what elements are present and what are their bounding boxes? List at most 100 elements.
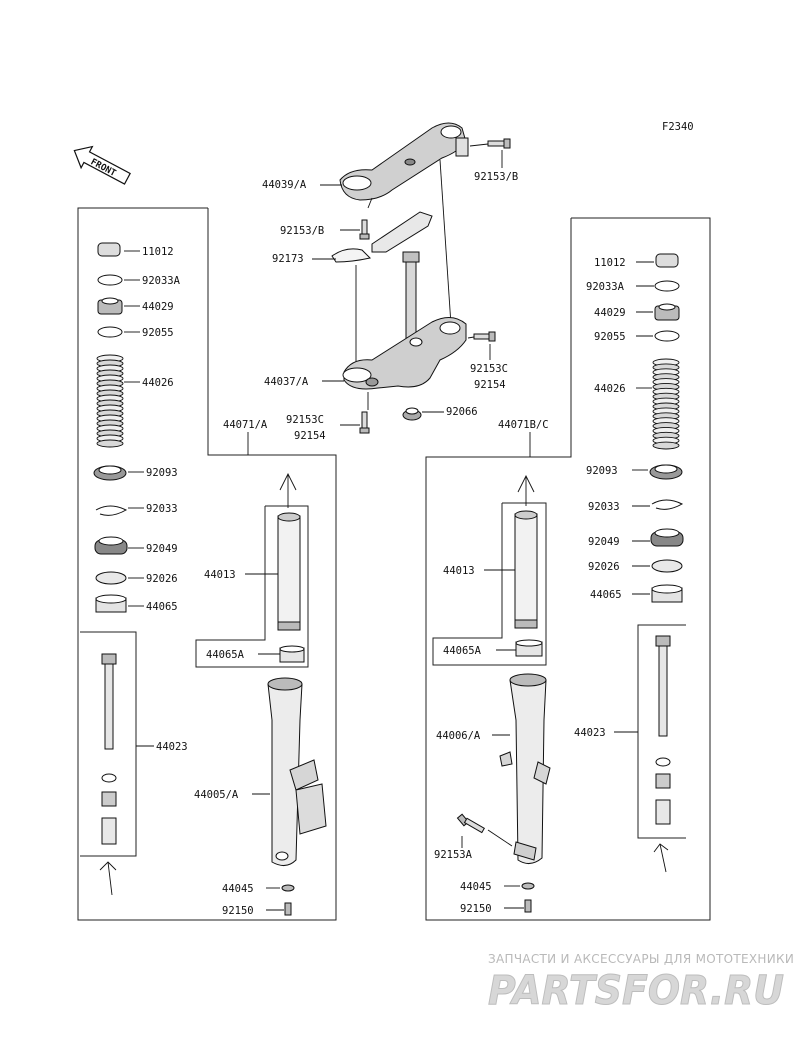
oring-92055-left (97, 326, 123, 338)
label-44023-right: 44023 (574, 727, 606, 739)
label-92150-left: 92150 (222, 905, 254, 917)
label-92033A-left: 92033A (142, 275, 181, 287)
label-92066: 92066 (446, 406, 478, 418)
label-92154-left: 92154 (294, 430, 326, 442)
bolt-92153A-right (456, 813, 486, 834)
label-44013-right: 44013 (443, 565, 475, 577)
label-44045-left: 44045 (222, 883, 254, 895)
label-92093-right: 92093 (586, 465, 618, 477)
label-44005A-left: 44005/A (194, 789, 239, 801)
cap-bolt-44029-left (97, 297, 123, 315)
left-44023-box (80, 631, 137, 857)
outer-tube-44005A-left (267, 677, 327, 866)
label-44065A-right: 44065A (443, 645, 482, 657)
right-inner-tube-box (432, 502, 547, 666)
label-44065-right: 44065 (590, 589, 622, 601)
cap-bolt-44029-right (654, 303, 680, 321)
label-44013-left: 44013 (204, 569, 236, 581)
spring-coil (96, 439, 124, 448)
label-92055-right: 92055 (594, 331, 626, 343)
watermark-tagline: ЗАПЧАСТИ И АКСЕССУАРЫ ДЛЯ МОТОТЕХНИКИ (488, 952, 794, 966)
label-92049-right: 92049 (588, 536, 620, 548)
washer-44045-right (521, 882, 535, 890)
bolt-92153B-top (487, 138, 511, 149)
label-92153C-left: 92153C (286, 414, 324, 426)
washer-92026-left (95, 571, 127, 585)
left-fork-group-outline (77, 207, 337, 921)
label-44026-left: 44026 (142, 377, 174, 389)
damper-rod-44023-right (655, 635, 671, 825)
spring-44026-left (96, 354, 124, 448)
label-11012-right: 11012 (594, 257, 626, 269)
upper-triple-clamp (339, 122, 469, 201)
damper-rod-44023-left (101, 653, 117, 845)
label-44039A: 44039/A (262, 179, 307, 191)
label-92026-right: 92026 (588, 561, 620, 573)
washer-44045-left (281, 884, 295, 892)
label-11012-left: 11012 (142, 246, 174, 258)
washer-92026-right (651, 559, 683, 573)
bolt-92153C-right (473, 331, 496, 342)
clip-92033-left (95, 505, 128, 516)
oring-92033A-right (654, 280, 680, 292)
label-92173: 92173 (272, 253, 304, 265)
seal-92049-right (650, 528, 684, 547)
label-92153A-right: 92153A (434, 849, 473, 861)
label-92153C-right: 92153C (470, 363, 508, 375)
spring-44026-right (652, 358, 680, 450)
label-44071A: 44071/A (223, 419, 268, 431)
bushing-44065-left (95, 594, 127, 613)
label-44026-right: 44026 (594, 383, 626, 395)
oring-92033A-left (97, 274, 123, 286)
bushing-44065A-right (515, 639, 543, 657)
label-44065A-left: 44065A (206, 649, 245, 661)
bolt-92150-left (284, 902, 292, 916)
label-92055-left: 92055 (142, 327, 174, 339)
seal-92049-left (94, 536, 128, 555)
label-92153B-mid: 92153/B (280, 225, 324, 237)
lower-triple-clamp (342, 317, 467, 390)
bolt-92153B-mid (359, 219, 370, 240)
cap-11012-right (655, 253, 679, 268)
bracket-92173 (331, 211, 433, 263)
seal-92093-right (649, 464, 683, 480)
label-44065-left: 44065 (146, 601, 178, 613)
label-92093-left: 92093 (146, 467, 178, 479)
figure-code: F2340 (662, 121, 694, 133)
spring-coil (652, 441, 680, 450)
label-44029-left: 44029 (142, 301, 174, 313)
front-arrow-icon: FRONT (73, 145, 131, 185)
label-92049-left: 92049 (146, 543, 178, 555)
nut-92066 (402, 407, 422, 421)
label-44045-right: 44045 (460, 881, 492, 893)
bushing-44065A-left (279, 645, 305, 663)
bolt-92150-right (524, 899, 532, 913)
label-44071BC: 44071B/C (498, 419, 549, 431)
label-92033A-right: 92033A (586, 281, 625, 293)
label-92153B-top: 92153/B (474, 171, 518, 183)
watermark-logo: PARTSFOR.RU (488, 968, 784, 1014)
left-inner-tube-box (195, 505, 309, 668)
label-44006A-right: 44006/A (436, 730, 481, 742)
right-fork-group-outline (425, 217, 711, 921)
cap-11012-left (97, 242, 121, 257)
label-44037A: 44037/A (264, 376, 309, 388)
label-92150-right: 92150 (460, 903, 492, 915)
seal-92093-left (93, 465, 127, 481)
inner-tube-44013-left (277, 512, 301, 631)
label-92026-left: 92026 (146, 573, 178, 585)
bushing-44065-right (651, 584, 683, 603)
label-92154-right: 92154 (474, 379, 506, 391)
label-92033-right: 92033 (588, 501, 620, 513)
outer-tube-44006A-right (499, 673, 551, 864)
label-44029-right: 44029 (594, 307, 626, 319)
right-44023-box (637, 624, 686, 839)
bolt-92153C-left (359, 411, 370, 434)
clip-92033-right (651, 499, 684, 510)
inner-tube-44013-right (514, 510, 538, 629)
label-92033-left: 92033 (146, 503, 178, 515)
oring-92055-right (654, 330, 680, 342)
label-44023-left: 44023 (156, 741, 188, 753)
